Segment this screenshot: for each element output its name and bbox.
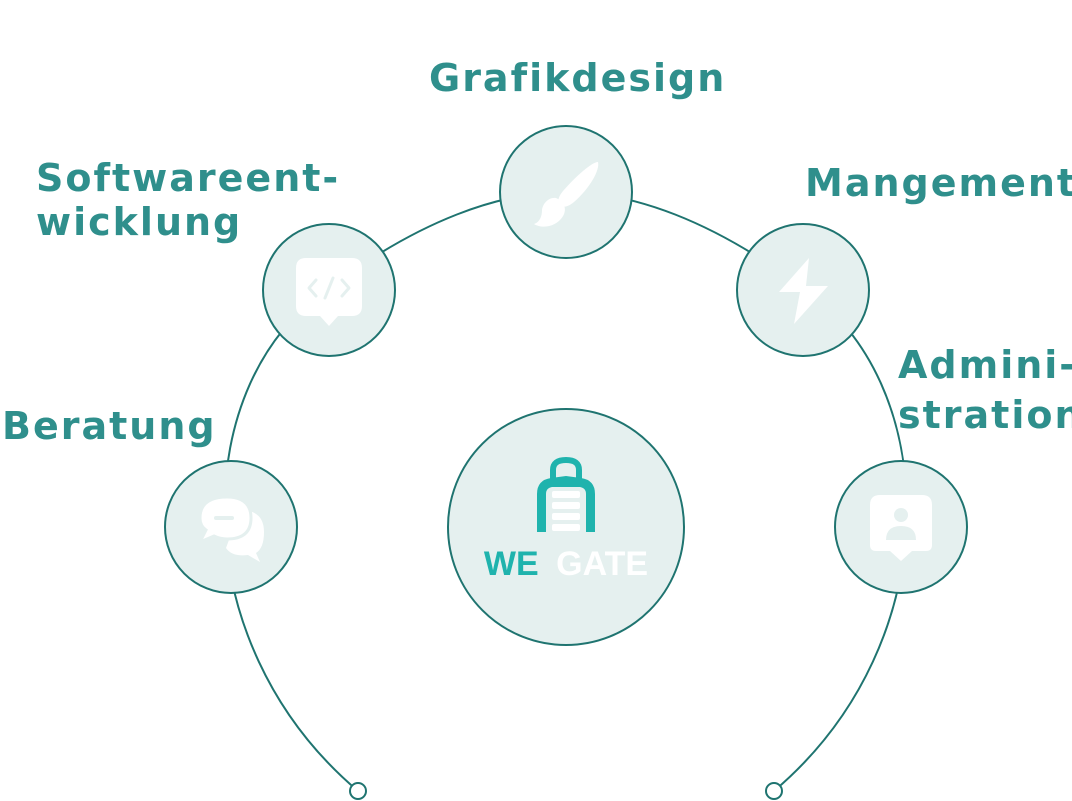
node-management (736, 223, 870, 357)
brand-gate: GATE (556, 545, 648, 583)
node-softwareentwicklung (262, 223, 396, 357)
server-lock-icon (537, 456, 595, 532)
label-line: Beratung (2, 404, 217, 448)
center-logo-node: WE GATE (447, 408, 685, 646)
label-grafikdesign: Grafikdesign (429, 56, 726, 100)
lightning-icon (779, 258, 828, 324)
user-badge-icon (870, 495, 932, 561)
label-line: Softwareent- (36, 156, 341, 200)
node-administration (834, 460, 968, 594)
node-beratung (164, 460, 298, 594)
label-softwareentwicklung: Softwareent- wicklung (36, 156, 340, 244)
label-line: wicklung (36, 200, 243, 244)
arc-end-left-dot (349, 782, 367, 800)
chat-bubbles-icon (196, 495, 264, 562)
arc-end-right-dot (765, 782, 783, 800)
label-line: Grafikdesign (429, 56, 727, 100)
paintbrush-icon (534, 162, 599, 227)
label-administration: Admini- stration (898, 340, 1072, 440)
label-line: Admini- (898, 343, 1072, 387)
label-line: stration (898, 393, 1072, 437)
brand-name: WE GATE (484, 545, 648, 583)
label-line: Mangement (805, 161, 1072, 205)
label-beratung: Beratung (2, 404, 217, 448)
label-management: Mangement (805, 161, 1072, 205)
brand-we: WE (484, 545, 539, 583)
code-chat-icon (296, 258, 362, 326)
node-grafikdesign (499, 125, 633, 259)
